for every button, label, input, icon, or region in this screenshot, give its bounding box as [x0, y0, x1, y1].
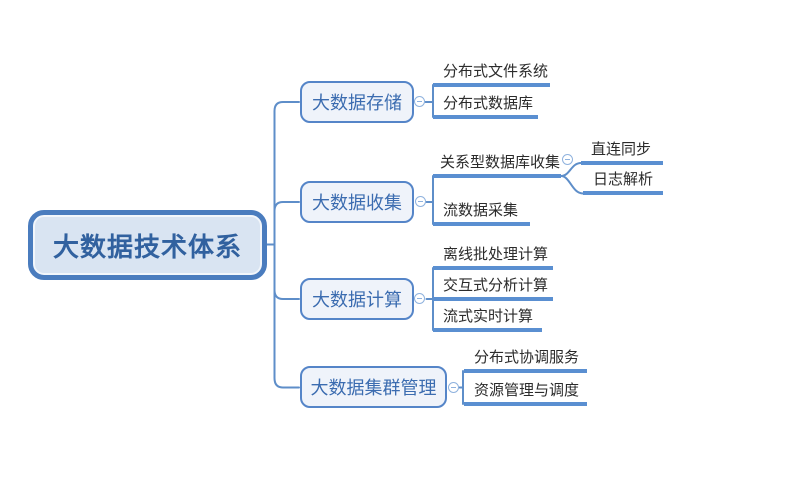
subtopic-distributed-file-system[interactable]: 分布式文件系统 — [433, 61, 550, 87]
connector-root-branches — [265, 101, 300, 389]
subtopic-resource-management-scheduling[interactable]: 资源管理与调度 — [464, 380, 587, 406]
subtopic-stream-realtime-computing[interactable]: 流式实时计算 — [433, 306, 542, 332]
minus-icon — [451, 386, 456, 389]
collapse-button-computing[interactable] — [414, 293, 425, 304]
connector-collection-children — [425, 175, 434, 225]
minus-icon — [565, 158, 570, 161]
collapse-button-cluster-management[interactable] — [448, 382, 459, 393]
subtopic-direct-sync[interactable]: 直连同步 — [581, 139, 663, 165]
subtopic-log-parsing[interactable]: 日志解析 — [583, 169, 663, 195]
main-topic-cluster-management[interactable]: 大数据集群管理 — [300, 366, 447, 408]
connector-cluster-children — [458, 370, 464, 405]
collapse-button-collection[interactable] — [415, 196, 426, 207]
connector-rdb-children — [560, 162, 584, 195]
collapse-button-relational-db-collection[interactable] — [562, 154, 573, 165]
minus-icon — [417, 297, 422, 300]
subtopic-stream-data-collection[interactable]: 流数据采集 — [433, 200, 530, 226]
subtopic-offline-batch-computing[interactable]: 离线批处理计算 — [433, 244, 553, 270]
subtopic-relational-db-collection[interactable]: 关系型数据库收集 — [433, 152, 561, 178]
collapse-button-storage[interactable] — [414, 96, 425, 107]
root-topic[interactable]: 大数据技术体系 — [28, 210, 267, 280]
minus-icon — [417, 100, 422, 103]
subtopic-distributed-coordination-service[interactable]: 分布式协调服务 — [464, 347, 587, 373]
subtopic-distributed-database[interactable]: 分布式数据库 — [433, 93, 538, 119]
main-topic-computing[interactable]: 大数据计算 — [300, 278, 414, 320]
main-topic-collection[interactable]: 大数据收集 — [300, 181, 414, 223]
minus-icon — [418, 200, 423, 203]
main-topic-storage[interactable]: 大数据存储 — [300, 81, 414, 123]
subtopic-interactive-analysis-computing[interactable]: 交互式分析计算 — [433, 275, 553, 301]
connector-storage-children — [424, 84, 434, 118]
